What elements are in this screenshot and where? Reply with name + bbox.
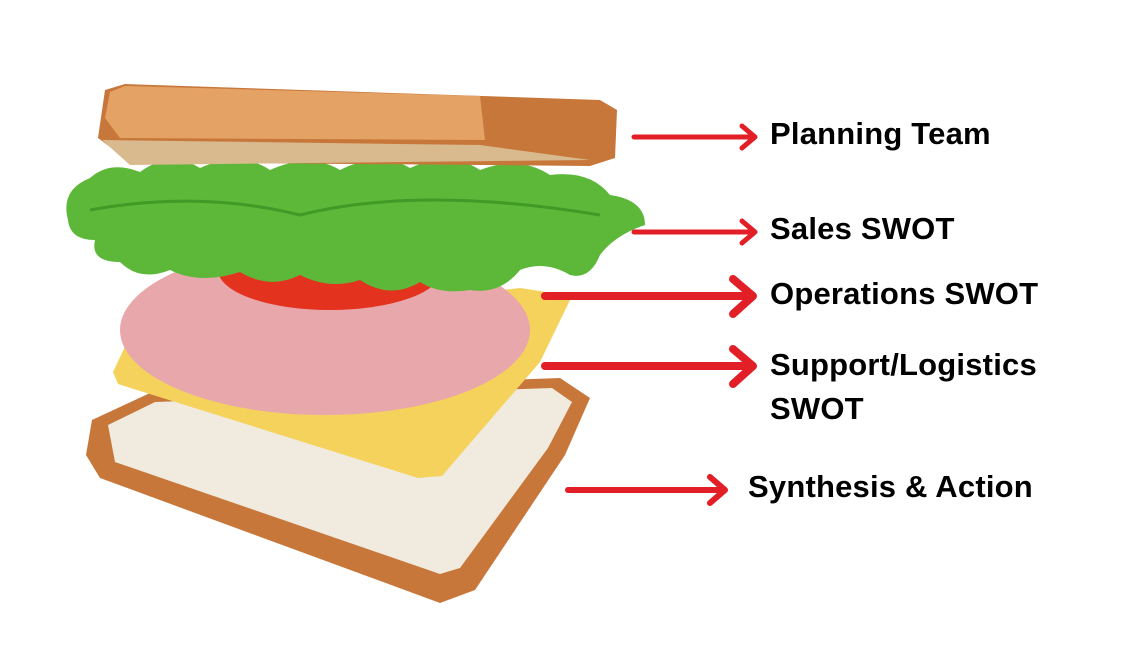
arrow-icon (565, 474, 728, 506)
arrow-icon (541, 275, 757, 318)
arrow-icon (541, 345, 757, 388)
lettuce-leaf (66, 159, 645, 292)
label-support-logistics-swot: Support/Logistics SWOT (770, 347, 1037, 426)
label-operations-swot: Operations SWOT (770, 276, 1039, 311)
arrow-icon (631, 218, 758, 246)
top-bread-slice (98, 84, 617, 166)
arrow-icon (631, 123, 758, 151)
label-synthesis-action: Synthesis & Action (748, 469, 1033, 504)
label-planning-team: Planning Team (770, 116, 991, 151)
label-sales-swot: Sales SWOT (770, 211, 955, 246)
